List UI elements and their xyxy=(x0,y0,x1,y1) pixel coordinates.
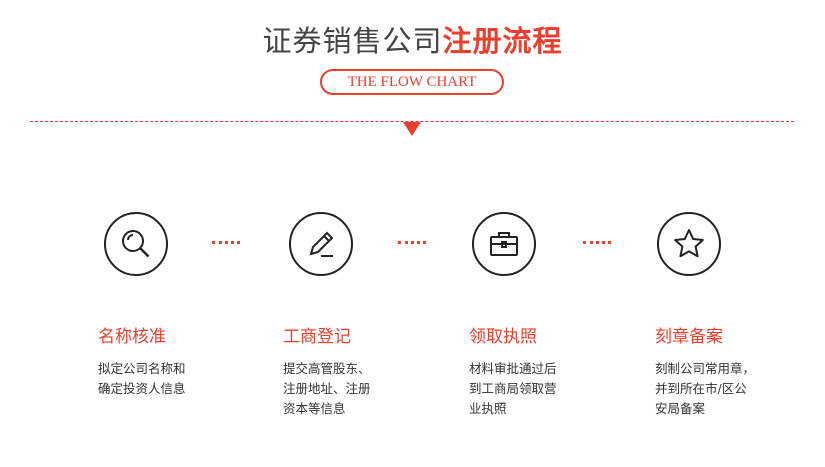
page-title: 证券销售公司注册流程 xyxy=(0,18,825,60)
triangle-down-icon xyxy=(403,122,421,136)
connector-dots xyxy=(398,241,426,244)
star-icon xyxy=(657,212,721,276)
pencil-icon xyxy=(289,212,353,276)
step-title: 领取执照 xyxy=(469,327,537,347)
divider xyxy=(30,121,794,122)
step-desc: 资本等信息 xyxy=(283,401,346,416)
title-highlight: 注册流程 xyxy=(442,24,563,58)
step-name-check: 名称核准拟定公司名称和确定投资人信息 xyxy=(98,322,258,399)
step-desc: 拟定公司名称和 xyxy=(98,361,186,376)
subtitle-badge: THE FLOW CHART xyxy=(320,69,504,95)
step-desc: 安局备案 xyxy=(655,401,706,416)
step-seal: 刻章备案刻制公司常用章， 并到所在市/区公安局备案 xyxy=(655,322,815,419)
step-desc: 刻制公司常用章， xyxy=(655,361,756,376)
search-icon xyxy=(104,212,168,276)
step-desc: 提交高管股东、 xyxy=(283,361,371,376)
step-title: 刻章备案 xyxy=(655,327,723,347)
briefcase-icon xyxy=(472,212,536,276)
step-license: 领取执照材料审批通过后到工商局领取营业执照 xyxy=(469,322,629,419)
step-desc: 到工商局领取营 xyxy=(469,381,557,396)
step-desc: 业执照 xyxy=(469,401,507,416)
step-desc: 材料审批通过后 xyxy=(469,361,557,376)
step-desc: 注册地址、注册 xyxy=(283,381,371,396)
connector-dots xyxy=(212,241,240,244)
step-desc: 并到所在市/区公 xyxy=(655,381,747,396)
step-title: 工商登记 xyxy=(283,327,351,347)
step-title: 名称核准 xyxy=(98,327,166,347)
step-desc: 确定投资人信息 xyxy=(98,381,186,396)
connector-dots xyxy=(583,241,611,244)
step-registration: 工商登记提交高管股东、注册地址、注册资本等信息 xyxy=(283,322,443,419)
title-plain: 证券销售公司 xyxy=(262,24,443,58)
